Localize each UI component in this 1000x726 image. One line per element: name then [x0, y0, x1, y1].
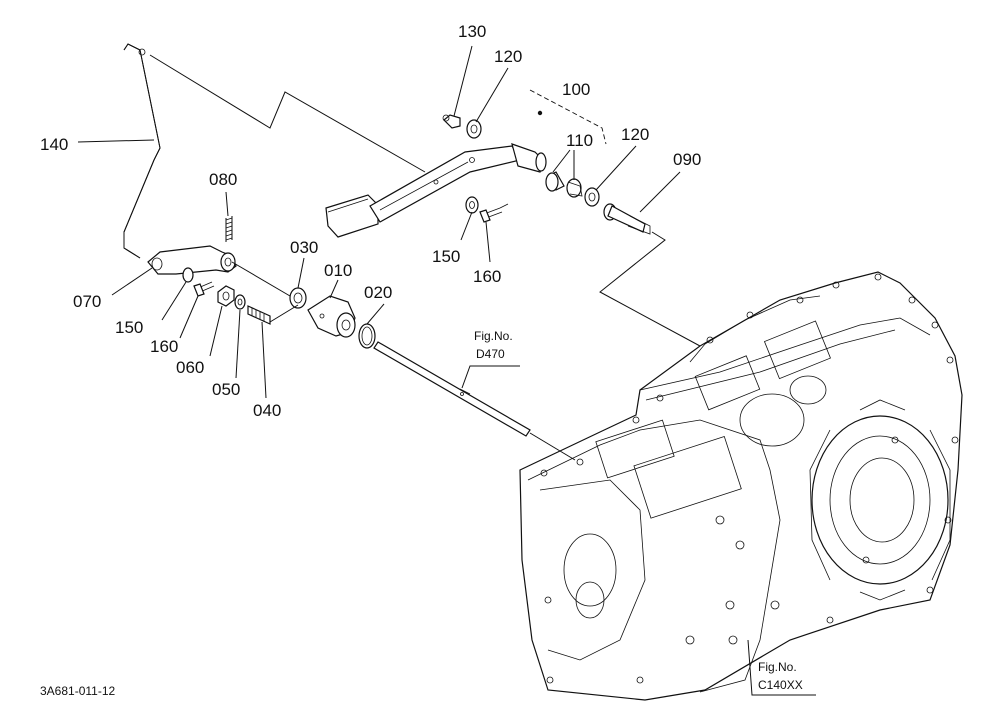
label-020: 020	[364, 283, 392, 302]
label-140: 140	[40, 135, 68, 154]
rod	[123, 43, 161, 259]
ref-c140-line2: C140XX	[758, 678, 803, 692]
label-160-left: 160	[150, 337, 178, 356]
pedal-assembly	[325, 110, 547, 238]
diagram-code: 3A681-011-12	[40, 684, 115, 698]
top-small-parts	[442, 114, 651, 235]
label-150-middle: 150	[432, 247, 460, 266]
left-small-parts	[182, 267, 376, 349]
part-labels: 130 120 100 110 120 090 140 080 030 010 …	[40, 22, 701, 420]
guide-lines	[149, 54, 701, 347]
ref-c140-line1: Fig.No.	[758, 660, 797, 674]
ref-d470-line2: D470	[476, 347, 505, 361]
label-040: 040	[253, 401, 281, 420]
label-110: 110	[566, 131, 593, 150]
transmission-case	[519, 271, 963, 701]
label-120-right: 120	[621, 125, 649, 144]
label-080: 080	[209, 170, 237, 189]
label-070: 070	[73, 292, 101, 311]
label-160-middle: 160	[473, 267, 501, 286]
label-150-left: 150	[115, 318, 143, 337]
label-030: 030	[290, 238, 318, 257]
label-100: 100	[562, 80, 590, 99]
figure-references: Fig.No. D470 Fig.No. C140XX	[474, 329, 803, 692]
ref-d470-line1: Fig.No.	[474, 329, 513, 343]
label-060: 060	[176, 358, 204, 377]
label-090: 090	[673, 150, 701, 169]
label-010: 010	[324, 261, 352, 280]
label-130: 130	[458, 22, 486, 41]
case-bolt-holes	[540, 273, 959, 684]
lever-arm	[147, 216, 237, 275]
leader-lines	[77, 45, 816, 696]
label-050: 050	[212, 380, 240, 399]
shaft	[373, 341, 576, 461]
label-120-top: 120	[494, 47, 522, 66]
